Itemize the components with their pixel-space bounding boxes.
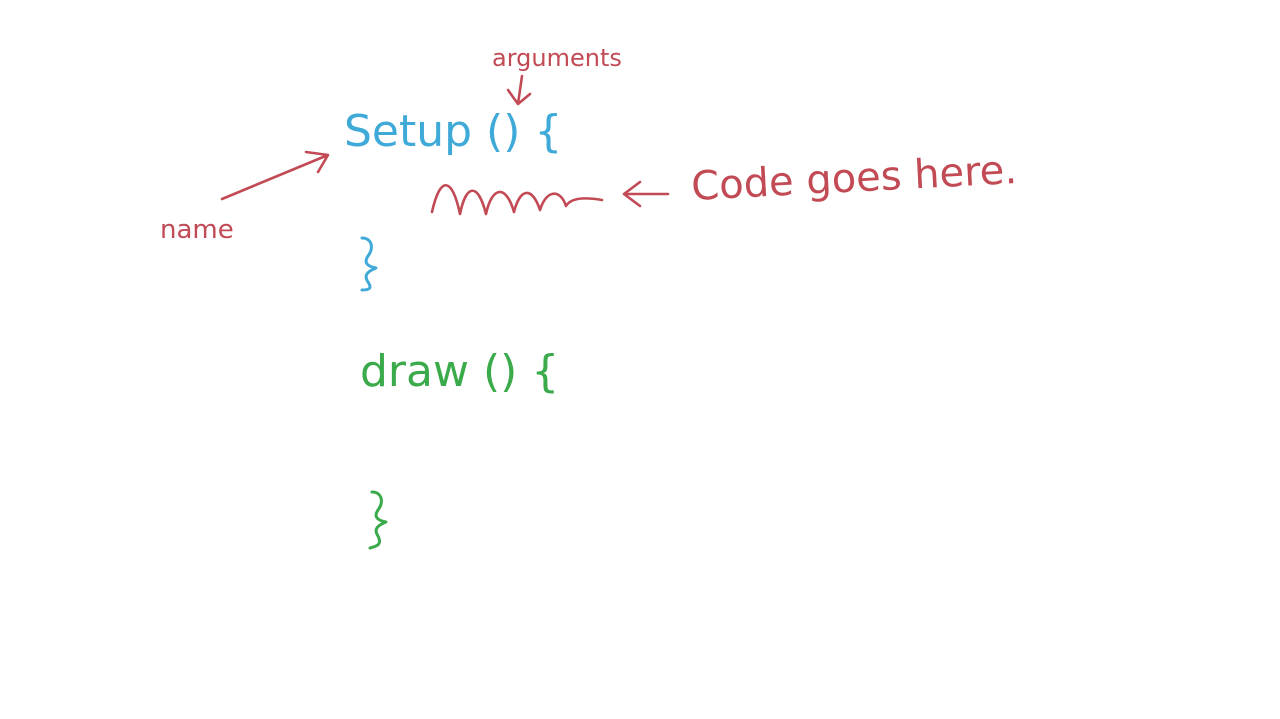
setup-signature: Setup () { bbox=[344, 106, 562, 157]
draw-closing-brace bbox=[368, 490, 388, 550]
draw-signature: draw () { bbox=[360, 346, 559, 397]
arguments-label: arguments bbox=[492, 44, 622, 72]
name-arrow-icon bbox=[220, 150, 330, 201]
code-goes-here-label: Code goes here. bbox=[690, 147, 1018, 210]
left-arrow-icon bbox=[622, 180, 670, 208]
name-label: name bbox=[160, 215, 234, 245]
code-squiggle bbox=[430, 183, 604, 216]
setup-closing-brace bbox=[360, 236, 378, 292]
arguments-arrow-icon bbox=[506, 74, 532, 106]
